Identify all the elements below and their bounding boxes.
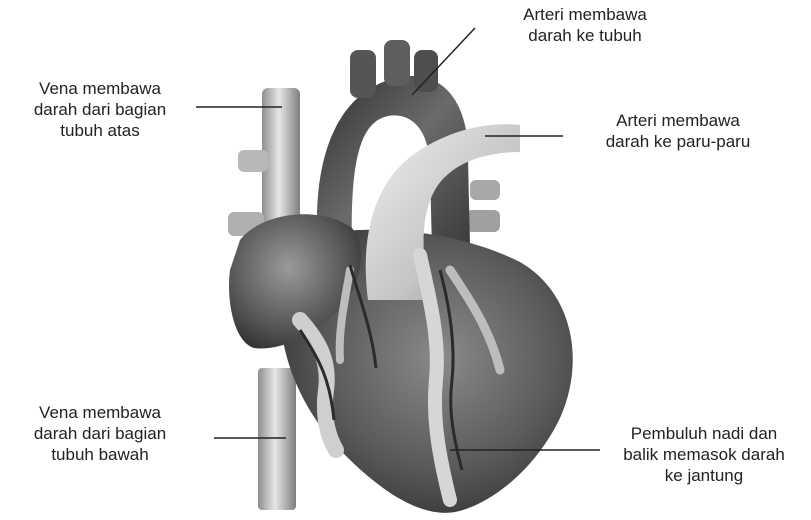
label-line: Vena membawa bbox=[0, 78, 200, 99]
label-line: Vena membawa bbox=[0, 402, 200, 423]
aortic-branch bbox=[350, 50, 376, 98]
label-line: Pembuluh nadi dan bbox=[597, 423, 811, 444]
pulmonary-vein-stub bbox=[238, 150, 268, 172]
label-line: tubuh atas bbox=[0, 120, 200, 141]
label-vena-bawah: Vena membawa darah dari bagian tubuh baw… bbox=[0, 402, 200, 465]
label-arteri-paru: Arteri membawa darah ke paru-paru bbox=[573, 110, 783, 152]
label-line: ke jantung bbox=[597, 465, 811, 486]
pulmonary-vein-stub bbox=[470, 180, 500, 200]
label-line: darah dari bagian bbox=[0, 99, 200, 120]
inferior-vena-cava bbox=[258, 368, 296, 510]
aortic-branch bbox=[384, 40, 410, 86]
label-line: darah dari bagian bbox=[0, 423, 200, 444]
label-line: Arteri membawa bbox=[573, 110, 783, 131]
label-line: tubuh bawah bbox=[0, 444, 200, 465]
label-line: balik memasok darah bbox=[597, 444, 811, 465]
label-line: darah ke tubuh bbox=[485, 25, 685, 46]
label-line: darah ke paru-paru bbox=[573, 131, 783, 152]
label-vena-atas: Vena membawa darah dari bagian tubuh ata… bbox=[0, 78, 200, 141]
pulmonary-vein-stub bbox=[466, 210, 500, 232]
label-line: Arteri membawa bbox=[485, 4, 685, 25]
label-pembuluh: Pembuluh nadi dan balik memasok darah ke… bbox=[597, 423, 811, 486]
label-arteri-tubuh: Arteri membawa darah ke tubuh bbox=[485, 4, 685, 46]
